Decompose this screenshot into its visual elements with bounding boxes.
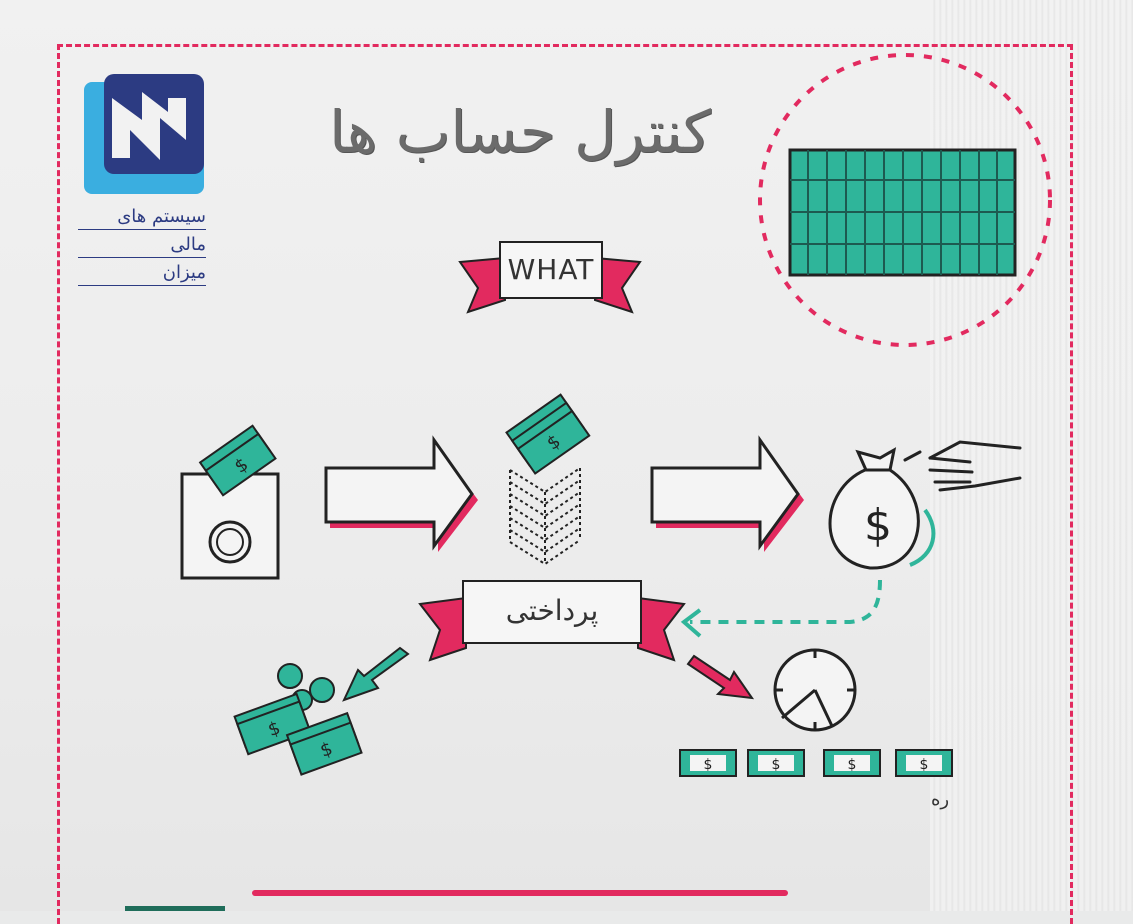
- logo-text: سیستم های مالی میزان: [78, 203, 206, 287]
- dashed-frame: [57, 44, 1073, 924]
- bag-dollar: $: [864, 500, 892, 551]
- svg-text:$: $: [848, 757, 857, 773]
- svg-text:$: $: [920, 757, 929, 773]
- right-arrow-1: [324, 435, 478, 552]
- teal-down-left-arrow: [342, 646, 410, 702]
- logo-line-2: مالی: [78, 231, 206, 258]
- dollar-bill-icon: $: [895, 749, 953, 777]
- payment-banner-label: پرداختی: [462, 580, 642, 644]
- dollar-bill-row: $ $ $ $: [679, 749, 953, 777]
- clock-icon: [773, 648, 857, 732]
- logo-line-1: سیستم های: [78, 203, 206, 230]
- money-stack-icon: $: [505, 393, 591, 566]
- payment-banner-ribbon: [418, 596, 686, 662]
- dashed-arrowhead: [680, 608, 702, 638]
- dollar-bill-icon: $: [823, 749, 881, 777]
- dollar-bill-icon: $: [747, 749, 805, 777]
- logo-line-3: میزان: [78, 259, 206, 286]
- right-arrow-2: [650, 435, 804, 552]
- edge-text-fragment: ره: [931, 789, 950, 810]
- svg-text:$: $: [704, 757, 713, 773]
- dashed-return-arrow: [690, 579, 882, 624]
- dashed-circle: [758, 53, 1052, 347]
- coins-and-bills-icon: $ $: [233, 663, 363, 776]
- calculator-keyboard-icon: [788, 148, 1017, 277]
- pink-down-right-arrow: [686, 654, 755, 700]
- dollar-bill-icon: $: [679, 749, 737, 777]
- hand-icon: [903, 440, 1022, 492]
- logo-icon: [84, 74, 204, 194]
- cash-box-icon: $: [180, 424, 280, 580]
- what-banner-label: WHAT: [499, 241, 603, 299]
- page-title: کنترل حساب ها: [329, 98, 711, 166]
- bottom-fragment: [125, 906, 225, 911]
- svg-text:$: $: [772, 757, 781, 773]
- money-bag-icon: $: [828, 447, 936, 570]
